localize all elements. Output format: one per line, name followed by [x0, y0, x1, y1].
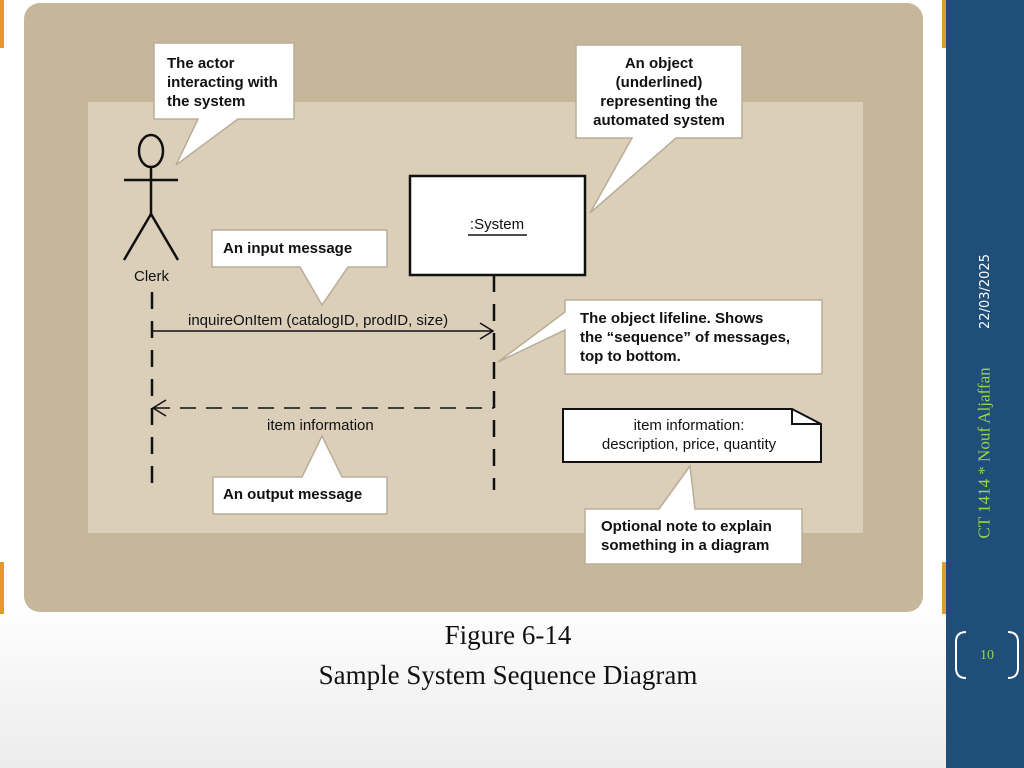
callout-text-line: something in a diagram — [601, 537, 769, 554]
callout-text-line: representing the — [600, 93, 718, 110]
corner-tick-top-left — [0, 0, 4, 48]
input-message-label: inquireOnItem (catalogID, prodID, size) — [188, 312, 448, 329]
system-object-box — [408, 174, 587, 277]
actor-text: The actor interacting with the system — [167, 55, 278, 110]
corner-tick-bottom-left — [0, 562, 4, 614]
output-callout-text: An output message — [223, 486, 362, 503]
actor-callout: The actor interacting with the system — [153, 42, 295, 166]
optional-note-callout: Optional note to explain something in a d… — [584, 463, 803, 565]
callout-text-line: An object — [625, 55, 693, 72]
callout-text-line: top to bottom. — [580, 348, 681, 365]
object-text: An object (underlined) representing the aut… — [593, 55, 725, 129]
input-callout: An input message — [211, 229, 388, 307]
figure-title: Sample System Sequence Diagram — [318, 660, 698, 690]
corner-tick-top-right — [942, 0, 946, 48]
item-information-note: item information: description, price, qua… — [562, 408, 822, 463]
actor-label: Clerk — [134, 268, 170, 285]
input-callout-text: An input message — [223, 240, 352, 257]
input-arrowhead — [479, 322, 495, 340]
callout-text-line: interacting with — [167, 74, 278, 91]
slide-footer: CT 1414 * Nouf Aljaffan — [940, 350, 1024, 555]
slide-number: 10 — [980, 648, 994, 663]
callout-text-line: The actor — [167, 55, 235, 72]
output-message-label: item information — [267, 417, 374, 434]
callout-text-line: The object lifeline. Shows — [580, 310, 763, 327]
note-text-text: item information: description, price, qua… — [602, 417, 777, 453]
lifeline-text: The object lifeline. Shows the “sequence”… — [580, 310, 790, 365]
slide-footer-text: CT 1414 * Nouf Aljaffan — [975, 366, 994, 539]
callout-text-line: the system — [167, 93, 245, 110]
output-arrowhead — [151, 399, 167, 417]
callout-text-line: description, price, quantity — [602, 436, 777, 453]
system-object-label: :System — [470, 216, 524, 233]
slide-date: 22/03/2025 — [960, 246, 1010, 336]
callout-text-line: (underlined) — [616, 74, 703, 91]
corner-tick-bottom-right — [942, 562, 946, 614]
callout-text-line: Optional note to explain — [601, 518, 772, 535]
object-callout: An object (underlined) representing the aut… — [575, 44, 743, 214]
output-callout: An output message — [212, 434, 388, 515]
lifeline-callout: The object lifeline. Shows the “sequence”… — [497, 299, 823, 375]
callout-text-line: item information: — [634, 417, 745, 434]
figure-number: Figure 6-14 — [444, 620, 572, 650]
slide-date-text: 22/03/2025 — [977, 253, 993, 329]
optional-note-text: Optional note to explain something in a d… — [601, 518, 772, 554]
callout-text-line: the “sequence” of messages, — [580, 329, 790, 346]
callout-text-line: automated system — [593, 112, 725, 129]
actor-figure — [122, 133, 180, 261]
